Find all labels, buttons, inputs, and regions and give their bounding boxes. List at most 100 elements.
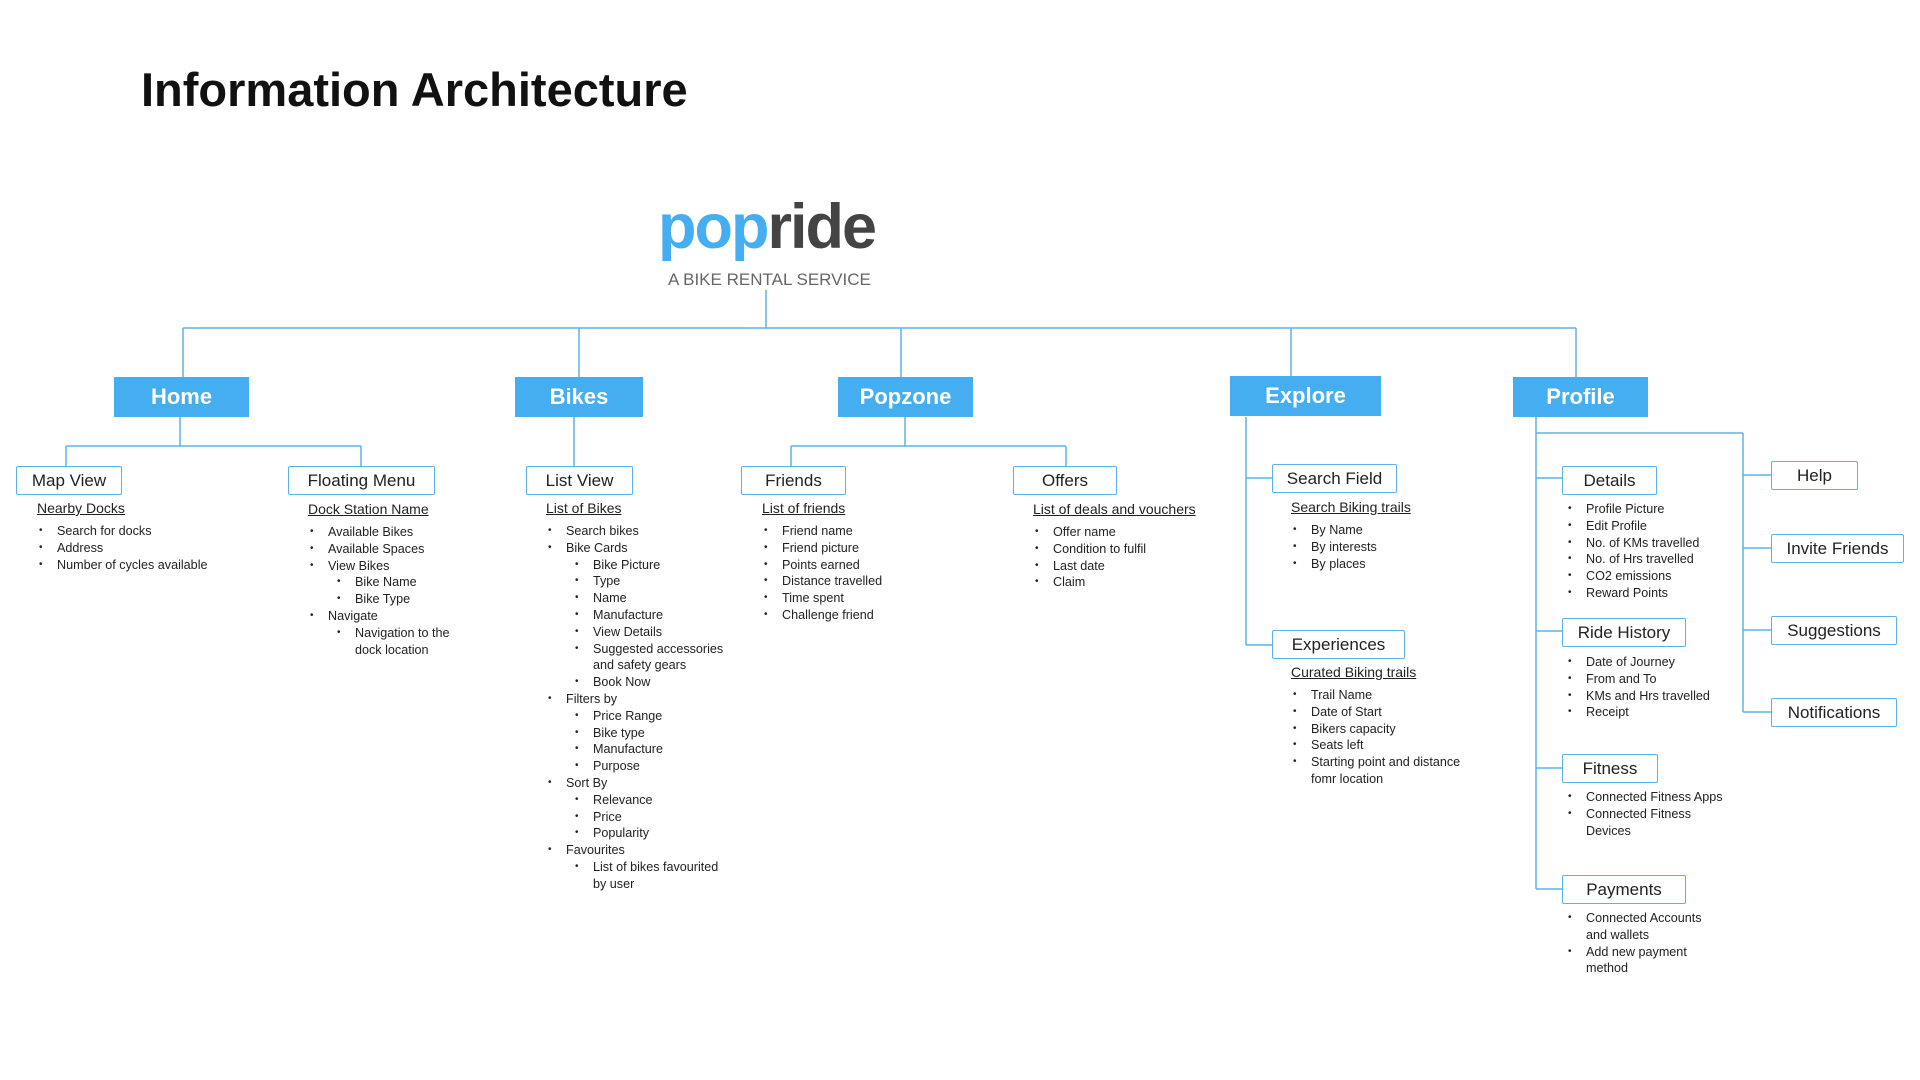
list-item: Filters by bbox=[546, 691, 723, 708]
list-item: Search bikes bbox=[546, 523, 723, 540]
list-item: KMs and Hrs travelled bbox=[1566, 688, 1710, 705]
list-view-list: Search bikes Bike Cards Bike Picture Typ… bbox=[546, 523, 723, 893]
logo-pop: pop bbox=[658, 192, 769, 262]
list-item: Bike Picture bbox=[546, 557, 723, 574]
experiences-list: Trail Name Date of Start Bikers capacity… bbox=[1291, 687, 1460, 788]
list-item: Search for docks bbox=[37, 523, 208, 540]
list-item-continued: and wallets bbox=[1586, 927, 1650, 942]
node-popzone: Popzone bbox=[838, 377, 973, 417]
search-field-list: By Name By interests By places bbox=[1291, 522, 1377, 572]
node-notifications: Notifications bbox=[1771, 698, 1897, 727]
list-item: Add new payment bbox=[1566, 944, 1702, 961]
ride-history-list: Date of Journey From and To KMs and Hrs … bbox=[1566, 654, 1710, 721]
list-item: By places bbox=[1291, 556, 1377, 573]
node-details: Details bbox=[1562, 466, 1657, 495]
list-item: Bikers capacity bbox=[1291, 721, 1460, 738]
list-item: Suggested accessories bbox=[546, 641, 723, 658]
list-item: Bike Name bbox=[308, 574, 450, 591]
list-item: CO2 emissions bbox=[1566, 568, 1699, 585]
list-item: No. of Hrs travelled bbox=[1566, 551, 1699, 568]
node-ride-history: Ride History bbox=[1562, 618, 1686, 647]
node-help: Help bbox=[1771, 461, 1858, 490]
list-item: Trail Name bbox=[1291, 687, 1460, 704]
list-item: Points earned bbox=[762, 557, 882, 574]
list-item-continued: dock location bbox=[355, 642, 429, 657]
logo-tagline: A BIKE RENTAL SERVICE bbox=[668, 270, 871, 289]
list-view-heading: List of Bikes bbox=[546, 500, 622, 516]
list-item: Claim bbox=[1033, 574, 1146, 591]
node-invite-friends: Invite Friends bbox=[1771, 534, 1904, 563]
list-item: Connected Accounts bbox=[1566, 910, 1702, 927]
node-list-view: List View bbox=[526, 466, 633, 495]
list-item: Price bbox=[546, 809, 723, 826]
list-item: Type bbox=[546, 573, 723, 590]
list-item-continued: and safety gears bbox=[593, 658, 687, 673]
list-item: Number of cycles available bbox=[37, 557, 208, 574]
list-item: Connected Fitness Apps bbox=[1566, 789, 1723, 806]
node-explore: Explore bbox=[1230, 376, 1381, 416]
list-item: Popularity bbox=[546, 825, 723, 842]
list-item: Sort By bbox=[546, 775, 723, 792]
list-item: Date of Start bbox=[1291, 704, 1460, 721]
floating-menu-list: Available Bikes Available Spaces View Bi… bbox=[308, 524, 450, 658]
list-item: Distance travelled bbox=[762, 573, 882, 590]
list-item: Bike type bbox=[546, 725, 723, 742]
experiences-heading: Curated Biking trails bbox=[1291, 664, 1417, 680]
payments-list: Connected Accounts and wallets Add new p… bbox=[1566, 910, 1702, 977]
node-floating-menu: Floating Menu bbox=[288, 466, 435, 495]
list-item: Navigation to the bbox=[308, 625, 450, 642]
map-view-heading: Nearby Docks bbox=[37, 500, 125, 516]
node-friends: Friends bbox=[741, 466, 846, 495]
offers-heading: List of deals and vouchers bbox=[1033, 501, 1196, 517]
list-item: Available Bikes bbox=[308, 524, 450, 541]
fitness-list: Connected Fitness Apps Connected Fitness… bbox=[1566, 789, 1723, 839]
list-item: Starting point and distance bbox=[1291, 754, 1460, 771]
list-item: Relevance bbox=[546, 792, 723, 809]
list-item: Bike Cards bbox=[546, 540, 723, 557]
list-item-continued: fomr location bbox=[1311, 771, 1384, 786]
list-item: View Bikes bbox=[308, 558, 450, 575]
list-item-continued: Devices bbox=[1586, 823, 1631, 838]
list-item: Reward Points bbox=[1566, 585, 1699, 602]
list-item: By interests bbox=[1291, 539, 1377, 556]
list-item: Favourites bbox=[546, 842, 723, 859]
list-item-continued: method bbox=[1586, 961, 1629, 976]
list-item: Connected Fitness bbox=[1566, 806, 1723, 823]
map-view-list: Search for docks Address Number of cycle… bbox=[37, 523, 208, 573]
node-profile: Profile bbox=[1513, 377, 1648, 417]
list-item: Purpose bbox=[546, 758, 723, 775]
list-item: Time spent bbox=[762, 590, 882, 607]
list-item: Date of Journey bbox=[1566, 654, 1710, 671]
node-offers: Offers bbox=[1013, 466, 1117, 495]
search-field-heading: Search Biking trails bbox=[1291, 499, 1411, 515]
list-item: Book Now bbox=[546, 674, 723, 691]
node-payments: Payments bbox=[1562, 875, 1686, 904]
list-item: Bike Type bbox=[308, 591, 450, 608]
list-item: Edit Profile bbox=[1566, 518, 1699, 535]
list-item: Seats left bbox=[1291, 737, 1460, 754]
list-item: Last date bbox=[1033, 558, 1146, 575]
list-item: Receipt bbox=[1566, 704, 1710, 721]
logo-ride: ride bbox=[767, 192, 877, 262]
list-item: Profile Picture bbox=[1566, 501, 1699, 518]
list-item: By Name bbox=[1291, 522, 1377, 539]
friends-list: Friend name Friend picture Points earned… bbox=[762, 523, 882, 624]
node-suggestions: Suggestions bbox=[1771, 616, 1897, 645]
floating-menu-heading: Dock Station Name bbox=[308, 501, 429, 517]
list-item: From and To bbox=[1566, 671, 1710, 688]
list-item: Price Range bbox=[546, 708, 723, 725]
list-item: List of bikes favourited bbox=[546, 859, 723, 876]
list-item: No. of KMs travelled bbox=[1566, 535, 1699, 552]
offers-list: Offer name Condition to fulfil Last date… bbox=[1033, 524, 1146, 591]
node-search-field: Search Field bbox=[1272, 464, 1397, 493]
list-item: Manufacture bbox=[546, 741, 723, 758]
popride-logo: popride bbox=[658, 196, 877, 259]
list-item: Friend picture bbox=[762, 540, 882, 557]
list-item-continued: by user bbox=[593, 876, 635, 891]
node-map-view: Map View bbox=[16, 466, 122, 495]
list-item: Available Spaces bbox=[308, 541, 450, 558]
node-fitness: Fitness bbox=[1562, 754, 1658, 783]
node-home: Home bbox=[114, 377, 249, 417]
list-item: Name bbox=[546, 590, 723, 607]
